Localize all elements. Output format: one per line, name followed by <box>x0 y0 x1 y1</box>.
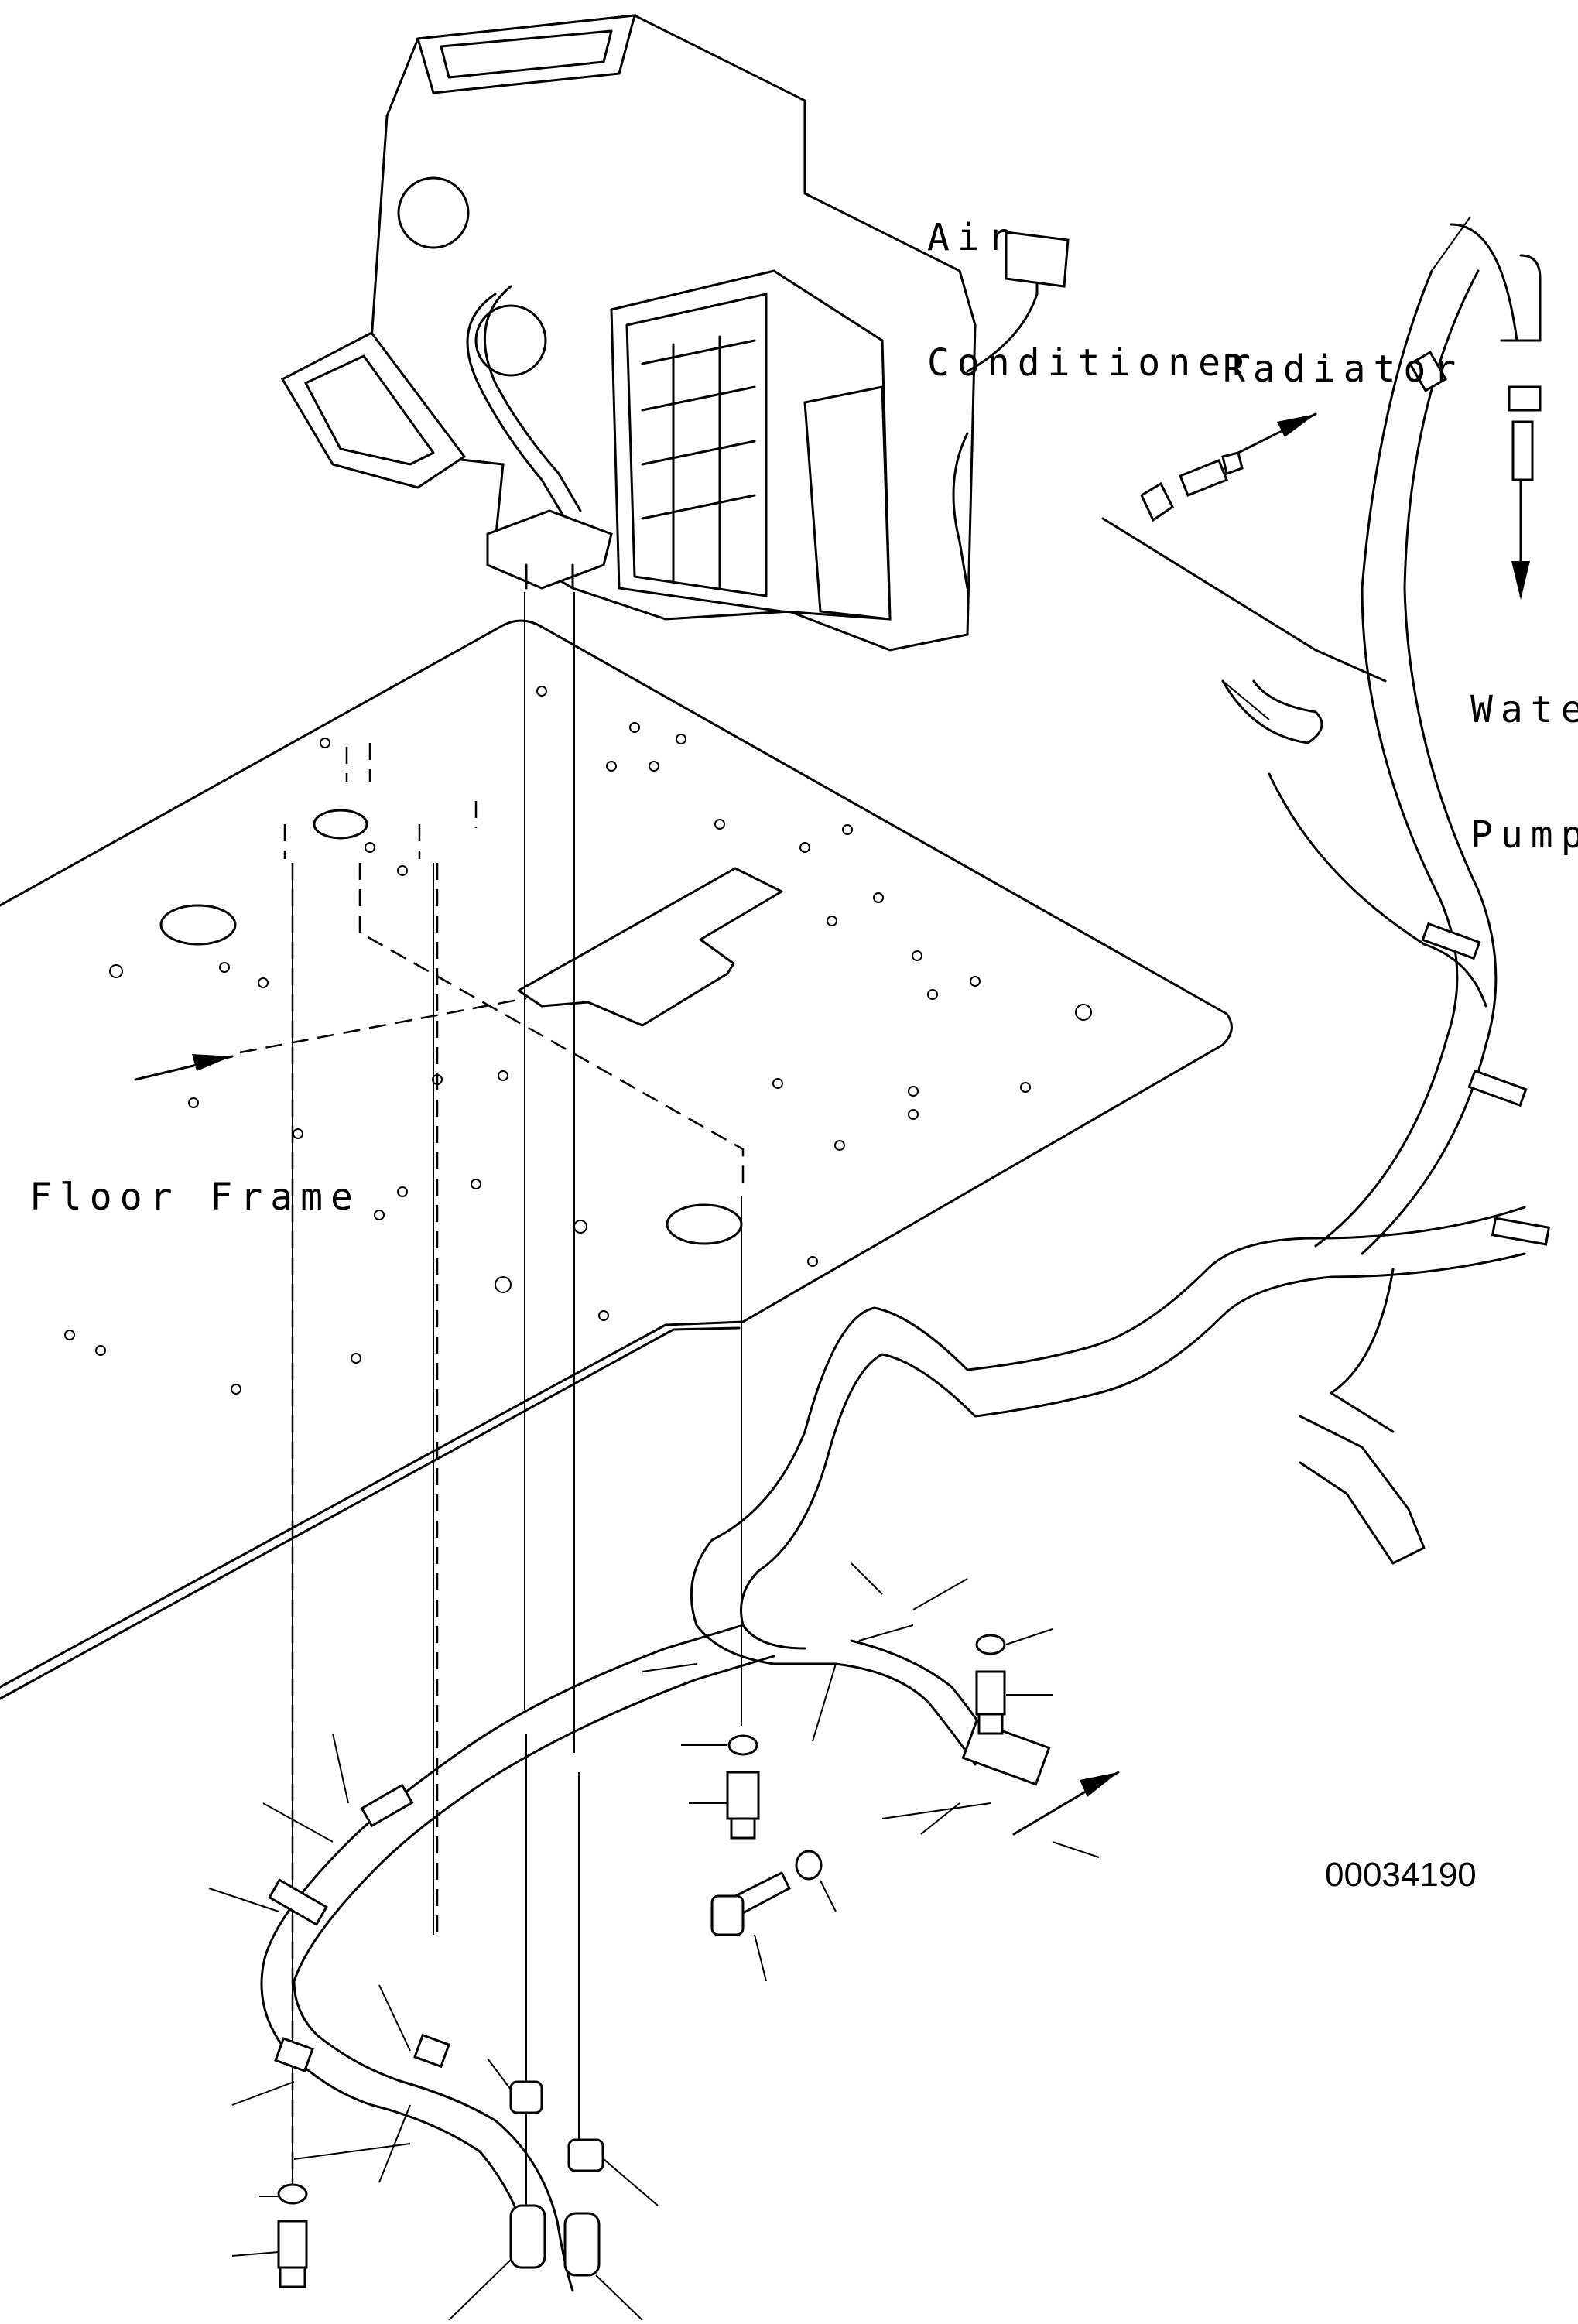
air-conditioner-label: Air Conditioner <box>927 133 1258 426</box>
water-pump-label-line1: Water <box>1470 688 1578 731</box>
part-number-label: 00034190 <box>1325 1856 1477 1894</box>
mounting-lines <box>292 592 742 2229</box>
fasteners <box>277 1634 1006 2288</box>
plate-holes <box>64 686 1092 1395</box>
water-pump-label-line2: Pump <box>1470 813 1578 857</box>
leader-lines <box>208 216 1471 2321</box>
water-pump-label: Water Pump <box>1470 605 1578 898</box>
floor-frame-label: Floor Frame <box>29 1176 361 1219</box>
radiator-fittings <box>1101 385 1542 683</box>
air-conditioner-label-line2: Conditioner <box>927 341 1258 385</box>
air-conditioner-unit <box>280 14 1070 652</box>
arrows <box>134 412 1530 1836</box>
air-conditioner-label-line1: Air <box>927 216 1018 259</box>
heater-hose-lower <box>260 1206 1526 2292</box>
dashed-guides <box>239 743 745 2182</box>
floor-frame-plate <box>0 619 1233 1700</box>
heater-hose-right <box>1221 223 1551 1255</box>
radiator-label: Radiator <box>1223 347 1464 391</box>
